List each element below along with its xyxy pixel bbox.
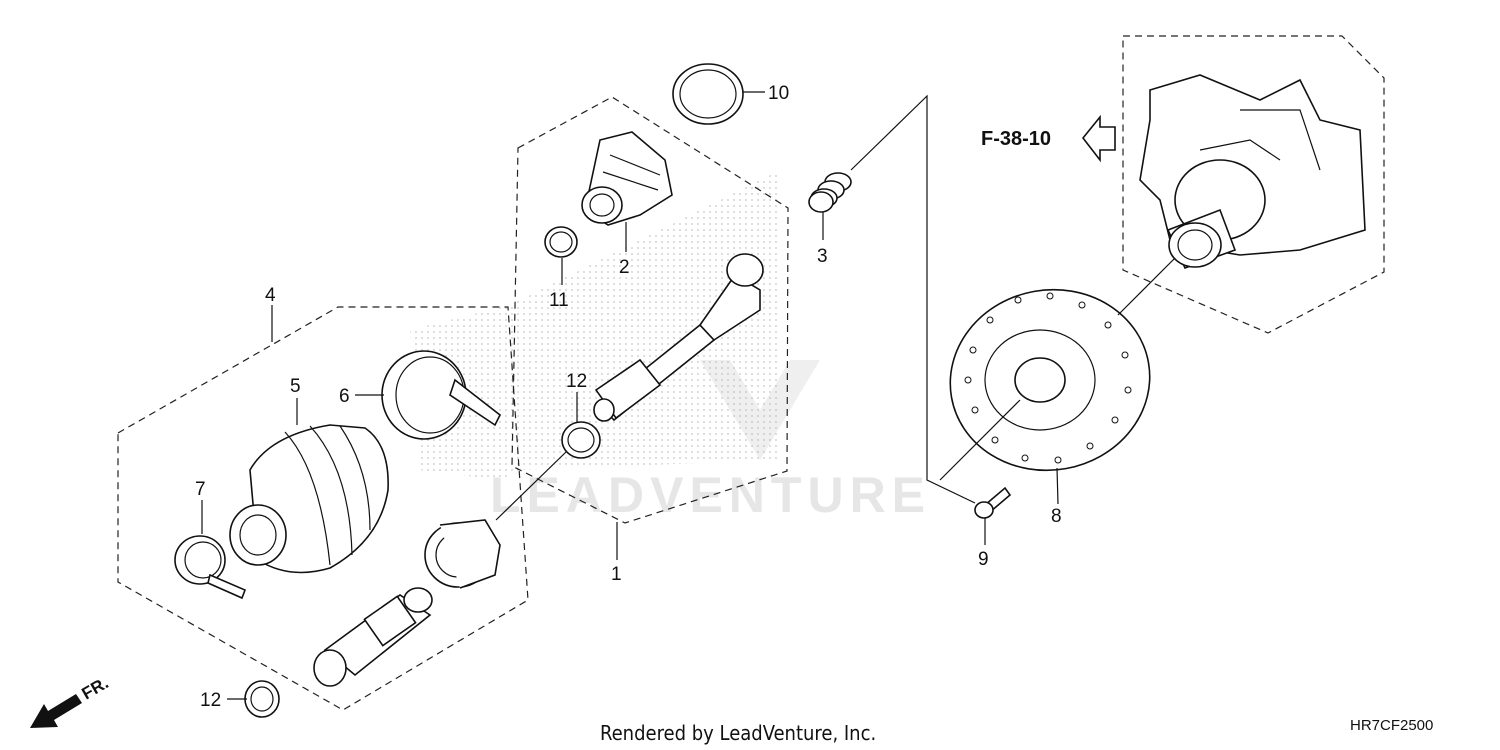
leader-lines [201,91,1176,700]
watermark-text: LEADVENTURE [490,467,931,523]
label-11: 11 [549,290,569,311]
label-4: 4 [265,285,276,306]
assembly-4-outline [117,306,529,711]
front-direction-indicator: FR. [30,673,112,728]
brake-disc-8 [949,288,1151,472]
label-1: 1 [611,564,622,585]
bolt-9 [974,486,1012,519]
front-label: FR. [79,673,112,703]
footer-credit: Rendered by LeadVenture, Inc. [600,721,876,745]
left-arrow-icon [1081,114,1116,163]
outer-boot-5 [229,424,389,574]
label-3: 3 [817,246,828,267]
shading-area [410,170,780,480]
cv-joint [313,587,433,687]
reference-text: F-38-10 [981,128,1051,150]
inner-boot-2 [581,131,673,226]
label-7: 7 [195,479,206,500]
part-labels: 10 2 11 3 4 5 6 7 12 1 8 9 12 [195,83,1062,711]
hub-knuckle [1139,74,1366,270]
drive-shaft-1 [593,253,764,422]
ring-11 [544,226,578,258]
band-clamp-6 [381,350,502,440]
reference-callout[interactable]: F-38-10 [981,114,1116,163]
label-6: 6 [339,386,350,407]
label-12-bottom: 12 [200,690,221,711]
label-9: 9 [978,549,989,570]
label-8: 8 [1051,506,1062,527]
assembly-1-outline [511,96,789,524]
small-clamp-7 [174,535,247,600]
o-ring-10 [672,63,744,125]
front-arrow-icon [30,694,82,728]
washer-12-middle [561,421,601,459]
label-2: 2 [619,257,630,278]
label-12-middle: 12 [566,371,587,392]
label-10: 10 [768,83,789,104]
hub-outline [1122,35,1385,334]
spring-3 [808,172,852,213]
washer-12-bottom [244,680,280,718]
seal-housing [424,519,501,589]
label-5: 5 [290,376,301,397]
diagram-code: HR7CF2500 [1350,717,1433,734]
